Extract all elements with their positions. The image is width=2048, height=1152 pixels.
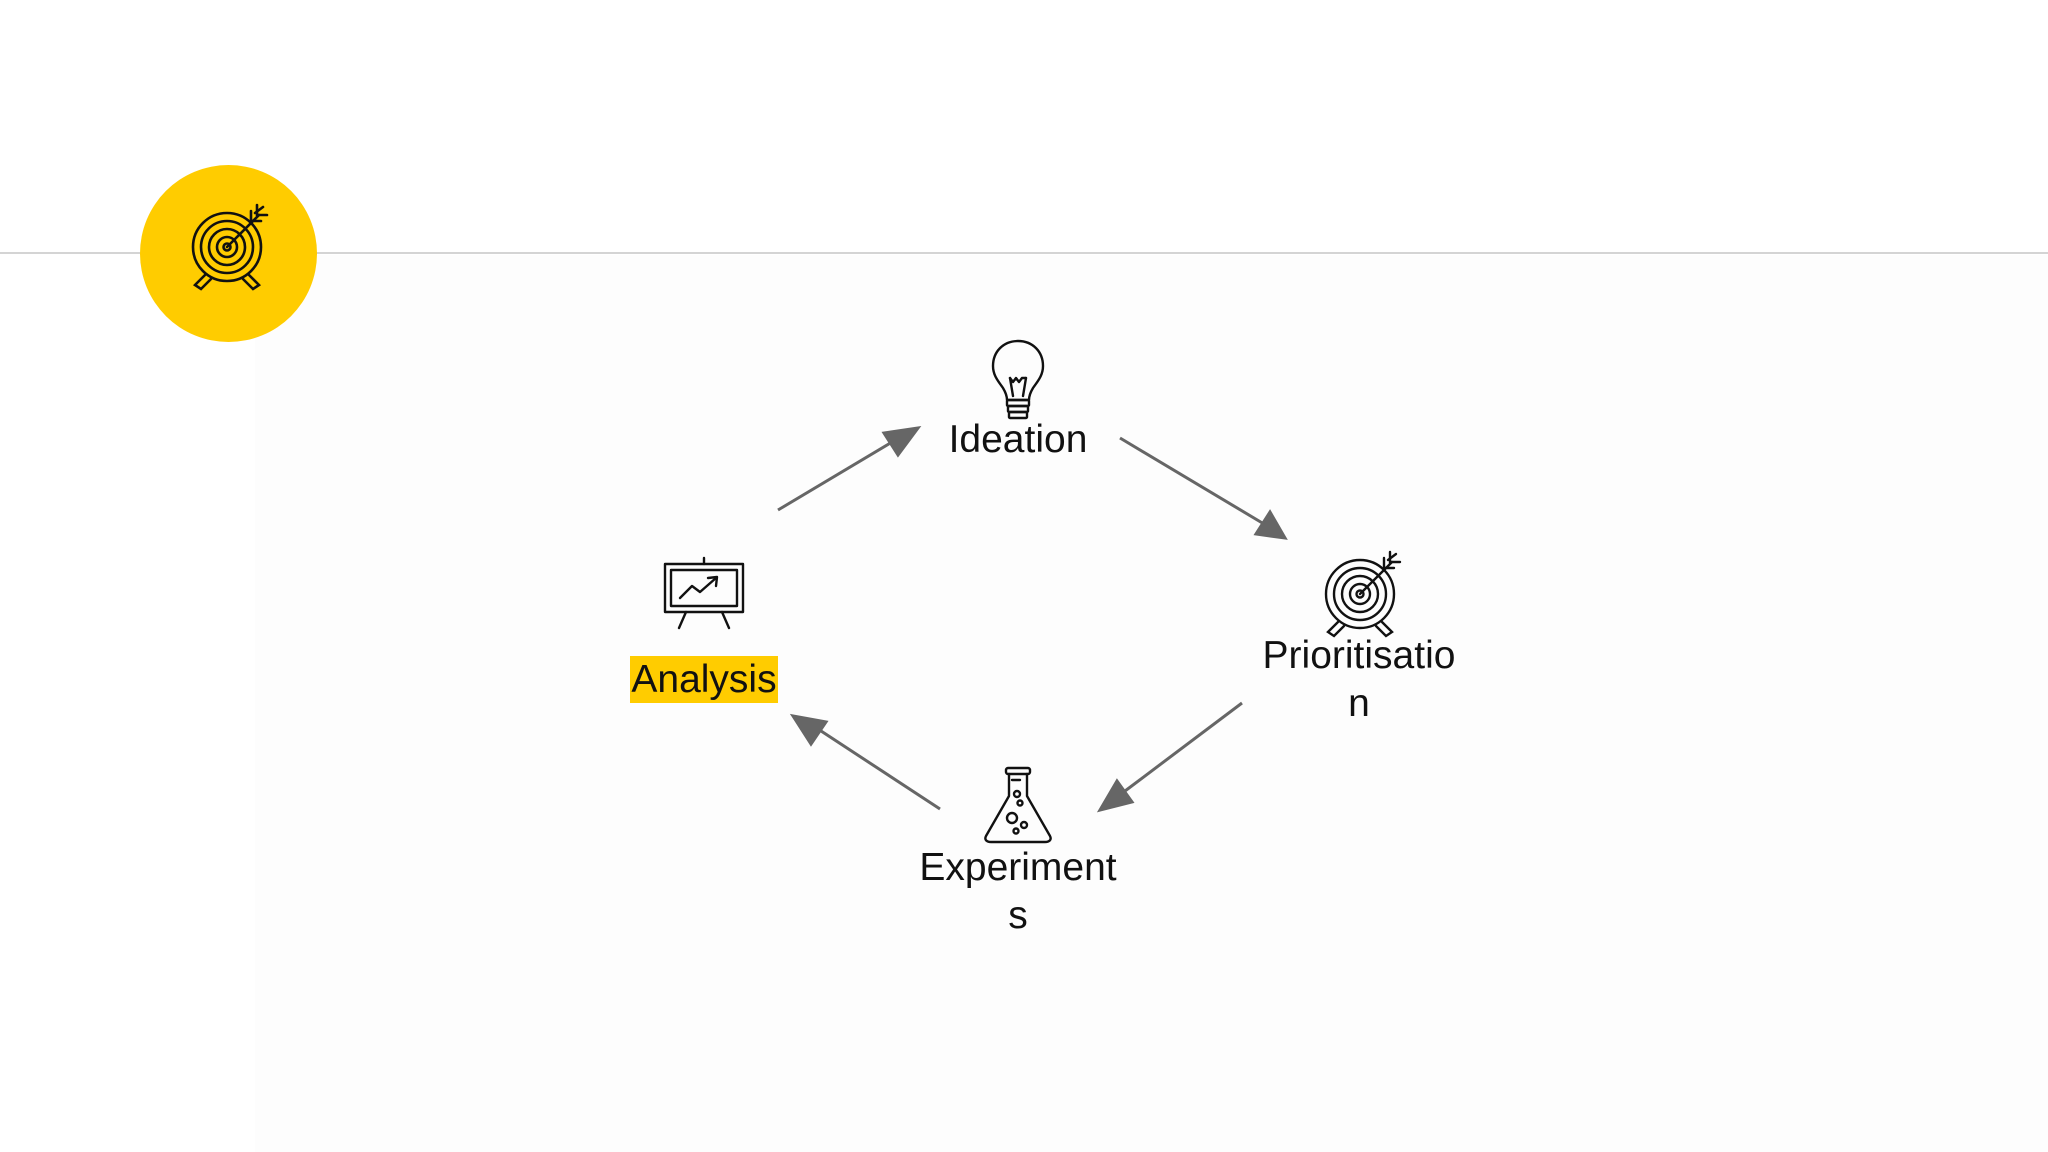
target-icon [1324, 550, 1402, 638]
header-badge [140, 165, 317, 342]
arrow-ideation-to-prioritisation [1119, 436, 1265, 526]
node-analysis-highlight: Analysis [630, 656, 778, 703]
content-panel [255, 255, 2048, 1152]
header-divider [0, 252, 2048, 254]
lightbulb-icon [991, 339, 1045, 420]
node-ideation-label: Ideation [948, 418, 1088, 461]
node-analysis-label: Analysis [584, 656, 824, 704]
node-experiments-label: Experiment s [900, 844, 1136, 940]
node-experiments-line1: Experiment [919, 846, 1117, 889]
node-prioritisation-line2: n [1348, 682, 1370, 725]
node-prioritisation-line1: Prioritisatio [1262, 634, 1456, 677]
target-icon [191, 203, 269, 291]
node-prioritisation-label: Prioritisatio n [1240, 632, 1478, 728]
flask-icon [984, 766, 1052, 844]
arrow-prioritisation-to-experiments [1124, 701, 1243, 793]
arrow-analysis-to-ideation [777, 440, 893, 512]
presentation-chart-icon [663, 556, 745, 630]
node-experiments-line2: s [1008, 894, 1028, 937]
arrow-experiments-to-analysis [817, 727, 941, 811]
